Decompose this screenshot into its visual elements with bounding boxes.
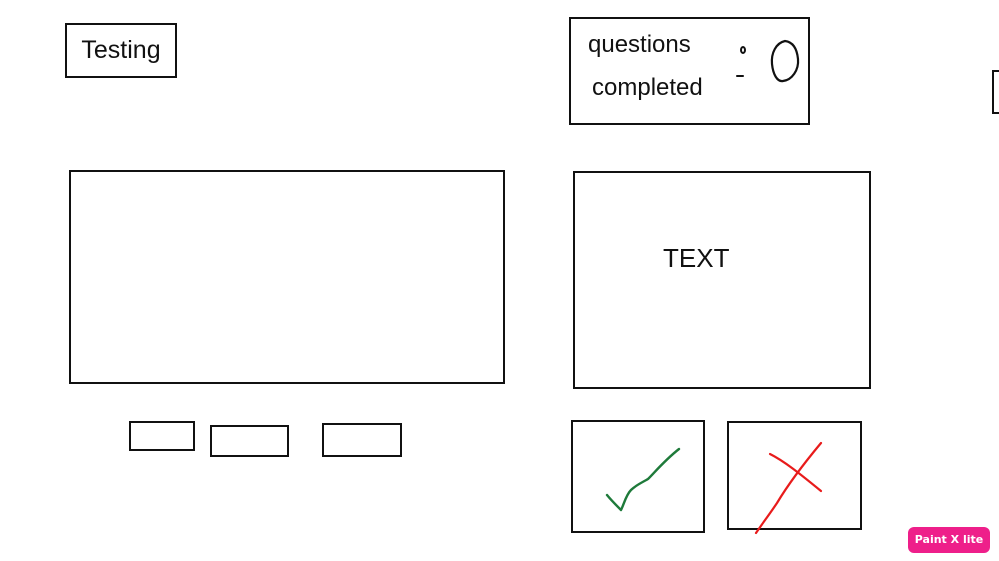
option-button-1[interactable]	[129, 421, 195, 451]
text-display-panel: TEXT	[573, 171, 871, 389]
page-title-text: Testing	[81, 36, 161, 64]
app-watermark-logo: Paint X lite	[908, 527, 990, 553]
cross-icon	[754, 441, 823, 535]
progress-count-shape	[770, 39, 800, 83]
main-content-panel	[69, 170, 505, 384]
check-icon	[605, 447, 681, 512]
offscreen-box-edge	[992, 70, 999, 114]
questions-completed-counter: questions completed 0	[569, 17, 810, 125]
page-title: Testing	[65, 23, 177, 78]
progress-label-questions: questions	[588, 31, 691, 58]
wrong-answer-button[interactable]	[727, 421, 862, 535]
correct-answer-button[interactable]	[571, 420, 705, 533]
option-button-2[interactable]	[210, 425, 289, 457]
progress-label-completed: completed	[592, 74, 703, 101]
watermark-text: Paint X lite	[914, 533, 984, 546]
colon-separator	[736, 46, 746, 77]
option-button-3[interactable]	[322, 423, 402, 457]
text-panel-label: TEXT	[663, 243, 730, 273]
